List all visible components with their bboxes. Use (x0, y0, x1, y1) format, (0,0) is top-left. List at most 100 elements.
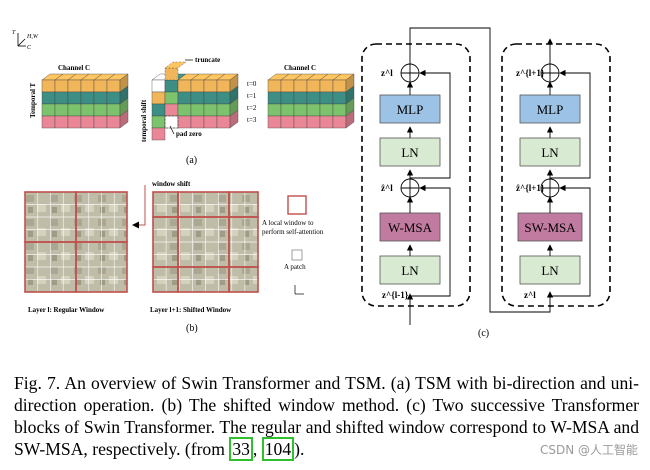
block2-skip-1 (550, 184, 591, 297)
tensor-cell (106, 91, 121, 105)
panel-b-sublabel: (b) (186, 323, 198, 334)
temporal-shift-label: temporal shift (140, 99, 148, 142)
tensor-cell (267, 103, 282, 117)
pad-zero-label: pad zero (176, 130, 202, 138)
tensor-cell (93, 79, 108, 93)
block1-ln-bottom (379, 255, 441, 285)
tensor-cell (54, 91, 69, 105)
tensor-spill-cell (151, 127, 166, 141)
tensor-cell (280, 103, 295, 117)
tensor-cell (41, 103, 56, 117)
block1-msa (379, 212, 441, 242)
tensor-cell (106, 103, 121, 117)
tensor-cell (306, 115, 321, 129)
tensor-cell (216, 91, 231, 105)
tensor-cell (190, 91, 205, 105)
tensor-cell (41, 91, 56, 105)
tensor-side-cell (229, 109, 239, 129)
tensor-cell (93, 91, 108, 105)
tensor-cell (190, 115, 205, 129)
tensor-cell (164, 79, 179, 93)
block1-msa-label: W-MSA (388, 220, 433, 235)
block2-output-label: z^{l+1} (516, 68, 545, 78)
block-connector (409, 27, 554, 313)
tensor-cell (203, 79, 218, 93)
block1-ln-top-label: LN (401, 145, 419, 160)
axis-glyph (17, 33, 26, 47)
tensor-cell (293, 115, 308, 129)
tensor-cell (280, 115, 295, 129)
tensor-cube-left (41, 73, 129, 129)
tensor-cell (93, 103, 108, 117)
tensor-cell (332, 115, 347, 129)
tensor-cell (80, 115, 95, 129)
block1-ln-bottom-label: LN (401, 263, 419, 278)
block1-skip-2 (410, 69, 451, 179)
panel-c-sublabel: (c) (478, 328, 489, 339)
tensor-cell (293, 91, 308, 105)
frame-label-t2: t=2 (247, 104, 257, 112)
shift-window-9 (228, 266, 259, 293)
tensor-cell (332, 91, 347, 105)
tensor-cell (93, 115, 108, 129)
tensor-cell (190, 103, 205, 117)
tensor-cell (267, 91, 282, 105)
panel-c: LN W-MSA LN MLP z^l ẑ^l z^{l-1} (361, 27, 611, 339)
legend-local-window-text: A local window to perform self-attention (262, 219, 324, 236)
tensor-side-cell (345, 109, 355, 129)
panel-b: window shift A local window to perform s… (24, 180, 324, 334)
tensor-cell (54, 115, 69, 129)
panel-b-axis-glyph (294, 285, 304, 295)
frame-label-t1: t=1 (247, 92, 257, 100)
block1-input-label: z^{l-1} (382, 290, 409, 300)
tensor-cell (293, 103, 308, 117)
tensor-cube-right (267, 73, 355, 129)
truncate-label: truncate (195, 56, 220, 64)
legend-window-swatch (287, 195, 307, 215)
citation-link-104[interactable]: 104 (261, 437, 295, 461)
tensor-side-cell (119, 109, 129, 129)
tensor-cell (67, 91, 82, 105)
tensor-pad-cell (164, 115, 179, 129)
tensor-cell (203, 103, 218, 117)
pad-zero-pointer (169, 125, 175, 135)
block1-skip-1 (410, 184, 451, 297)
tensor-cell (151, 103, 166, 117)
tensor-cell (164, 115, 179, 129)
tensor-cell (216, 79, 231, 93)
tensor-cell (319, 79, 334, 93)
tensor-cell (151, 79, 166, 93)
tensor-cell (293, 79, 308, 93)
tensor-cell (319, 91, 334, 105)
block2-skip-2 (550, 69, 591, 179)
tensor-truncated-cell (164, 67, 179, 81)
tensor-cell (151, 115, 166, 129)
block1-mlp-label: MLP (397, 102, 424, 117)
tensor-cell (177, 91, 192, 105)
axis-hw-label: H,W (26, 34, 39, 40)
block1-output-label: z^l (381, 68, 393, 78)
tensor-cell (106, 115, 121, 129)
tensor-cell (177, 79, 192, 93)
citation-link-33[interactable]: 33 (229, 437, 253, 461)
tensor-cell (177, 103, 192, 117)
block2-input-label: z^l (524, 290, 536, 300)
caption-text: Fig. 7. An overview of Swin Transformer … (14, 373, 639, 459)
tensor-cell (67, 103, 82, 117)
tensor-cell (54, 79, 69, 93)
axis-t-label: T (12, 30, 16, 36)
block2-ln-bottom (519, 255, 581, 285)
watermark: CSDN @人工智能 (539, 441, 638, 458)
block2-ln-top (519, 137, 581, 167)
temporal-label: Temporal T (29, 82, 37, 118)
tensor-cell (267, 79, 282, 93)
tensor-cell (332, 79, 347, 93)
legend-patch-text: A patch (284, 263, 306, 271)
block2-container (501, 43, 611, 307)
tensor-truncated-top (164, 61, 187, 69)
tensor-cell (306, 79, 321, 93)
tensor-cell (332, 103, 347, 117)
tensor-cell (190, 79, 205, 93)
tensor-cell (306, 91, 321, 105)
tensor-cube-shifted (151, 61, 239, 141)
